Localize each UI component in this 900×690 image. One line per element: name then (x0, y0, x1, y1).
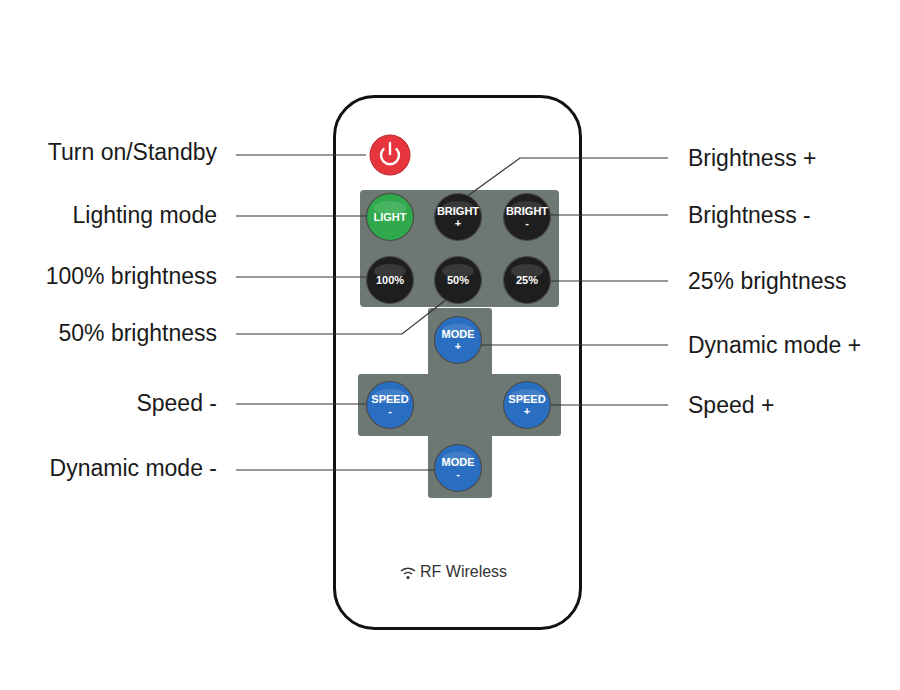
callout-label: 100% brightness (0, 262, 217, 290)
button-label: BRIGHT + (437, 205, 479, 229)
button-circle (367, 382, 414, 429)
remote-body: RF Wireless LIGHT BRIGHT + BRIGHT - 100% 50% 2… (333, 95, 582, 630)
remote-button: LIGHT (365, 192, 415, 242)
button-label: MODE + (442, 328, 475, 352)
remote-outline-rect (335, 97, 581, 629)
button-label: 50% (447, 274, 469, 286)
remote-button: 25% (502, 255, 552, 305)
remote-button: BRIGHT + (433, 192, 483, 242)
remote-button: MODE + (433, 315, 483, 365)
remote-button: SPEED - (365, 380, 415, 430)
button-circle (504, 382, 551, 429)
button-circle (435, 445, 482, 492)
button-label: BRIGHT - (506, 205, 548, 229)
button-circle (504, 257, 551, 304)
button-label: LIGHT (374, 211, 407, 223)
button-circle (435, 194, 482, 241)
callout-label: Speed + (688, 391, 898, 419)
button-circle (367, 194, 414, 241)
callout-label: Speed - (0, 389, 217, 417)
button-label: SPEED - (371, 393, 408, 417)
remote-button: SPEED + (502, 380, 552, 430)
remote-button: MODE - (433, 443, 483, 493)
callout-label: Brightness + (688, 144, 898, 172)
callout-label: Dynamic mode - (0, 454, 217, 482)
button-label: MODE - (442, 456, 475, 480)
callout-label: Lighting mode (0, 201, 217, 229)
remote-button: 50% (433, 255, 483, 305)
button-label: SPEED + (508, 393, 545, 417)
callout-label: Brightness - (688, 201, 898, 229)
callout-label: 25% brightness (688, 267, 898, 295)
button-circle (435, 257, 482, 304)
callout-label: 50% brightness (0, 319, 217, 347)
brand-text: RF Wireless (420, 563, 507, 581)
button-circle (504, 194, 551, 241)
button-circle (367, 257, 414, 304)
callout-label: Turn on/Standby (0, 138, 217, 166)
callout-label: Dynamic mode + (688, 331, 898, 359)
remote-button: 100% (365, 255, 415, 305)
button-circle (435, 317, 482, 364)
remote-button: BRIGHT - (502, 192, 552, 242)
button-label: 25% (516, 274, 538, 286)
button-label: 100% (376, 274, 404, 286)
